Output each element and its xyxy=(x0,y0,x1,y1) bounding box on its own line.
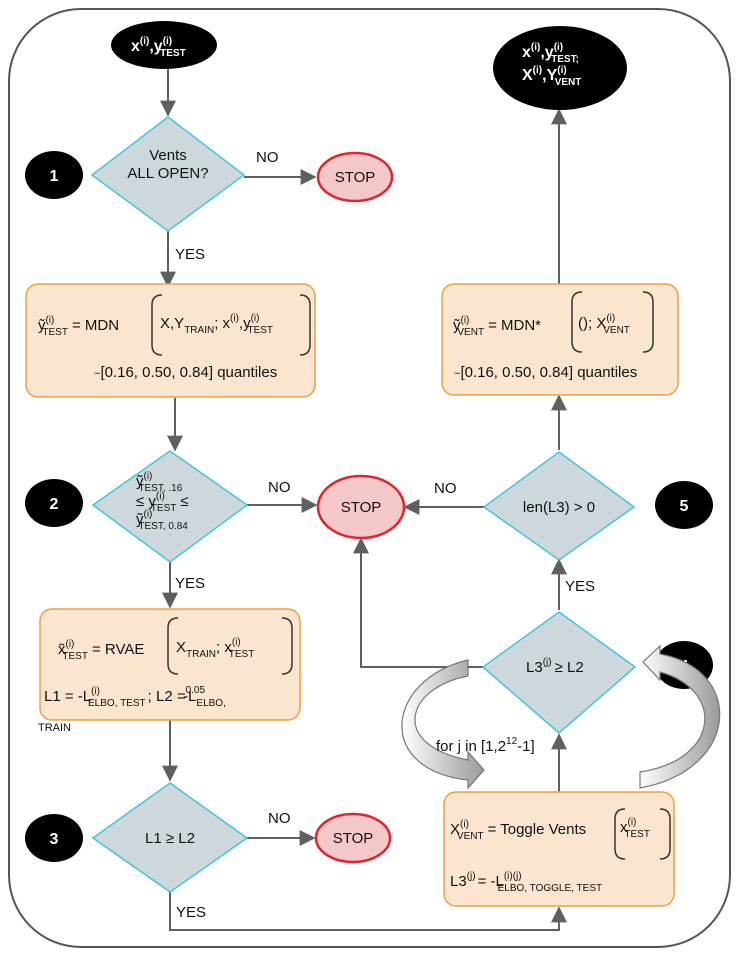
badge-1: 1 xyxy=(25,151,83,199)
decision-2-line3: ỹ(i)TEST, 0.84 xyxy=(136,509,188,532)
edge-label-no-1: NO xyxy=(256,149,279,166)
stop-node-3 xyxy=(314,812,392,864)
edge-label-no-2: NO xyxy=(268,479,291,496)
badge-1-label: 1 xyxy=(50,168,59,185)
badge-2: 2 xyxy=(25,479,83,527)
decision-2-line2: ≤ y(i)TEST≤ xyxy=(136,491,189,514)
process-box-toggle xyxy=(443,791,675,907)
decision-5-label: len(L3) > 0 xyxy=(523,499,595,516)
box-toggle-paren-right xyxy=(659,808,671,860)
loop-arrow-right xyxy=(639,644,721,789)
box-toggle-equation: X(i)VENT= Toggle Vents xyxy=(450,819,586,842)
decision-1 xyxy=(90,116,246,232)
box-toggle-args: x(i)TEST xyxy=(620,817,650,840)
box-rvae-losses: L1 = -L(i)ELBO, TEST; L2 =0.05-LELBO, xyxy=(44,685,226,709)
box-rvae-args: XTRAIN; x(i)TEST xyxy=(176,637,254,660)
end-node-line1: x(i),y(i)TEST; xyxy=(522,42,579,65)
process-box-mdn-star xyxy=(441,283,679,396)
decision-3 xyxy=(91,782,249,893)
box-mdn-star-equation: ỹ(i)VENT= MDN* xyxy=(453,315,541,338)
decision-3-label: L1 ≥ L2 xyxy=(145,830,195,847)
box-mdn-paren-right xyxy=(299,294,311,356)
badge-5-label: 5 xyxy=(680,498,689,515)
box-mdn-star-args: (); X(i)VENT xyxy=(578,313,630,336)
stop-node-3-label: STOP xyxy=(333,830,374,847)
badge-2-label: 2 xyxy=(50,496,59,513)
start-node xyxy=(111,21,217,69)
edge-d3-box4 xyxy=(169,892,567,931)
box-rvae-paren-right xyxy=(281,617,293,675)
box-rvae-train-label: TRAIN xyxy=(38,722,71,734)
decision-4 xyxy=(481,611,637,734)
box-mdn-star-paren-right xyxy=(642,291,654,353)
edge-d4-stop2 xyxy=(353,537,483,668)
process-box-mdn xyxy=(25,283,316,398)
badge-3-label: 3 xyxy=(50,831,59,848)
edge-label-yes-2: YES xyxy=(175,575,205,592)
decision-2 xyxy=(91,450,249,563)
box-mdn-star-quantiles: ~[0.16, 0.50, 0.84] quantiles xyxy=(454,364,637,381)
end-node xyxy=(493,26,627,110)
decision-1-line2: ALL OPEN? xyxy=(127,165,208,182)
edges xyxy=(160,68,567,931)
stop-node-1-label: STOP xyxy=(335,169,376,186)
outer-frame xyxy=(8,8,731,948)
loop-label: for j in [1,212-1] xyxy=(436,736,535,755)
box-mdn-star-paren-left xyxy=(571,291,583,353)
decision-2-line1: ỹ(i)TEST, .16 xyxy=(136,471,183,494)
edge-label-yes-3: YES xyxy=(176,904,206,921)
box-rvae-equation: x̃(i)TEST= RVAE xyxy=(58,639,144,662)
edge-label-yes-1: YES xyxy=(175,246,205,263)
box-toggle-paren-left xyxy=(614,808,626,860)
box-rvae-paren-left xyxy=(167,617,179,675)
edge-label-yes-4: YES xyxy=(565,578,595,595)
decision-1-line1: Vents xyxy=(149,147,187,164)
edge-label-no-3: NO xyxy=(268,810,291,827)
box-mdn-paren-left xyxy=(151,294,163,356)
box-mdn-equation: ỹ(i)TEST= MDN xyxy=(38,315,119,338)
box-toggle-loss: L3(j)= -L(i)(j)ELBO, TOGGLE, TEST xyxy=(450,871,602,894)
box-mdn-quantiles: ~[0.16, 0.50, 0.84] quantiles xyxy=(94,364,277,381)
stop-node-1 xyxy=(316,151,394,203)
stop-node-2 xyxy=(316,474,406,540)
edge-label-no-5: NO xyxy=(434,480,457,497)
end-node-line2: X(i),Y(i)VENT xyxy=(522,65,581,88)
process-box-rvae xyxy=(39,608,301,721)
box-mdn-args: X,YTRAIN; x(i),y(i)TEST xyxy=(160,313,273,336)
decision-5 xyxy=(482,451,636,561)
badge-5: 5 xyxy=(655,481,713,529)
stop-node-2-label: STOP xyxy=(341,499,382,516)
loop-arrow-left xyxy=(401,659,485,790)
badge-3: 3 xyxy=(25,814,83,862)
start-node-label: x(i),y(i)TEST xyxy=(131,36,186,59)
decision-4-label: L3(j)≥ L2 xyxy=(526,657,584,676)
